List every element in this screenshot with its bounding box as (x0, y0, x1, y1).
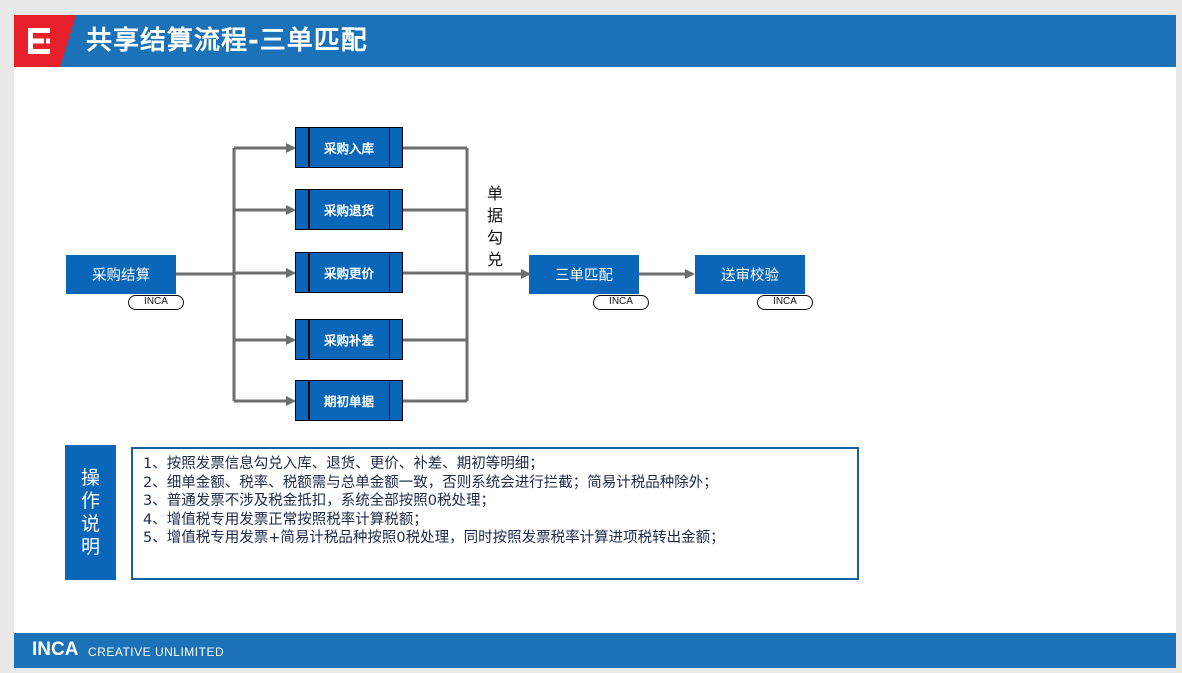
instruction-item: 4、增值税专用发票正常按照税率计算税额； (143, 511, 428, 528)
branch-node-5: 期初单据 (295, 380, 403, 421)
instruction-item: 2、细单金额、税率、税额需与总单金额一致，否则系统会进行拦截；简易计税品种除外； (143, 474, 718, 491)
footer-bar: INCA CREATIVE UNLIMITED (14, 633, 1176, 668)
branch-node-1-label: 采购入库 (323, 141, 374, 156)
page-title: 共享结算流程-三单匹配 (86, 26, 368, 56)
merge-label: 单 据 勾 兑 (484, 183, 506, 271)
branch-node-2: 采购退货 (295, 189, 403, 230)
instruction-item: 5、增值税专用发票+简易计税品种按照0税处理，同时按照发票税率计算进项税转出金额… (143, 530, 725, 546)
start-inca-tag: INCA (128, 295, 184, 310)
review-node-label: 送审校验 (721, 268, 779, 284)
start-node-label: 采购结算 (92, 268, 150, 284)
instruction-item: 1、按照发票信息勾兑入库、退货、更价、补差、期初等明细； (143, 456, 544, 472)
branch-node-1: 采购入库 (295, 127, 403, 168)
instructions-title: 操 作 说 明 (65, 445, 116, 580)
branch-node-3: 采购更价 (295, 252, 403, 293)
branch-node-3-label: 采购更价 (323, 266, 374, 281)
instructions-box: 1、按照发票信息勾兑入库、退货、更价、补差、期初等明细； 2、细单金额、税率、税… (131, 447, 859, 580)
footer-brand: INCA (32, 639, 79, 660)
flow-connectors (175, 143, 695, 406)
instruction-item: 3、普通发票不涉及税金抵扣，系统全部按照0税处理； (143, 493, 495, 509)
header-bar: 共享结算流程-三单匹配 (14, 15, 1176, 67)
instructions-title-char: 作 (80, 489, 100, 512)
instructions-title-char: 说 (80, 512, 100, 535)
merge-label-char: 勾 (486, 228, 503, 247)
footer-tagline: CREATIVE UNLIMITED (88, 645, 225, 659)
match-node: 三单匹配 (529, 255, 639, 294)
start-node: 采购结算 (66, 255, 176, 294)
merge-label-char: 据 (486, 206, 503, 225)
merge-label-char: 单 (486, 184, 503, 203)
branch-node-4-label: 采购补差 (323, 333, 374, 348)
instructions-title-char: 明 (80, 535, 100, 558)
e-logo-icon (14, 15, 76, 67)
branch-node-5-label: 期初单据 (323, 394, 374, 409)
instructions-title-char: 操 (80, 466, 100, 489)
review-node: 送审校验 (695, 255, 805, 294)
slide: 共享结算流程-三单匹配 采购结算 INCA (14, 15, 1176, 668)
match-inca-tag: INCA (593, 295, 649, 310)
match-node-label: 三单匹配 (555, 268, 613, 284)
branch-node-4: 采购补差 (295, 319, 403, 360)
review-inca-tag: INCA (757, 295, 813, 310)
branch-node-2-label: 采购退货 (323, 203, 374, 218)
merge-label-char: 兑 (486, 250, 503, 269)
